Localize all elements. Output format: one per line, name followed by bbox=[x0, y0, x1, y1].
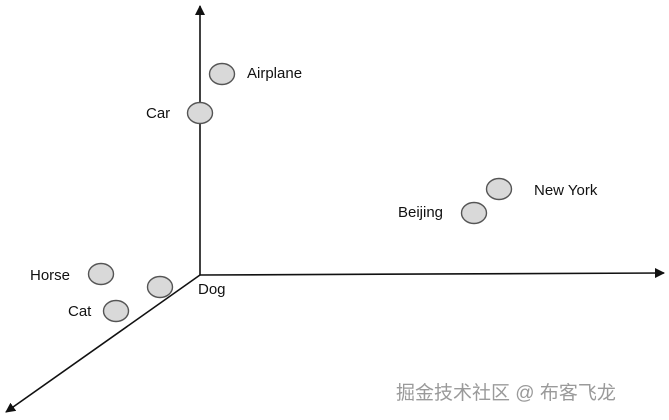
new-york-label: New York bbox=[534, 182, 598, 199]
dog-label: Dog bbox=[198, 281, 226, 298]
watermark-text: 掘金技术社区 @ 布客飞龙 bbox=[396, 382, 616, 404]
dog-node bbox=[146, 275, 174, 299]
horizontal-axis bbox=[199, 268, 665, 279]
airplane-label: Airplane bbox=[247, 65, 302, 82]
airplane-node bbox=[208, 62, 236, 86]
beijing-label: Beijing bbox=[398, 204, 443, 221]
car-node bbox=[186, 101, 214, 125]
horse-node bbox=[87, 262, 115, 286]
beijing-node bbox=[460, 201, 488, 225]
horse-label: Horse bbox=[30, 267, 70, 284]
new-york-node bbox=[485, 177, 513, 201]
cat-node bbox=[102, 299, 130, 323]
cat-label: Cat bbox=[68, 303, 92, 320]
car-label: Car bbox=[146, 105, 170, 122]
depth-axis bbox=[5, 274, 201, 413]
